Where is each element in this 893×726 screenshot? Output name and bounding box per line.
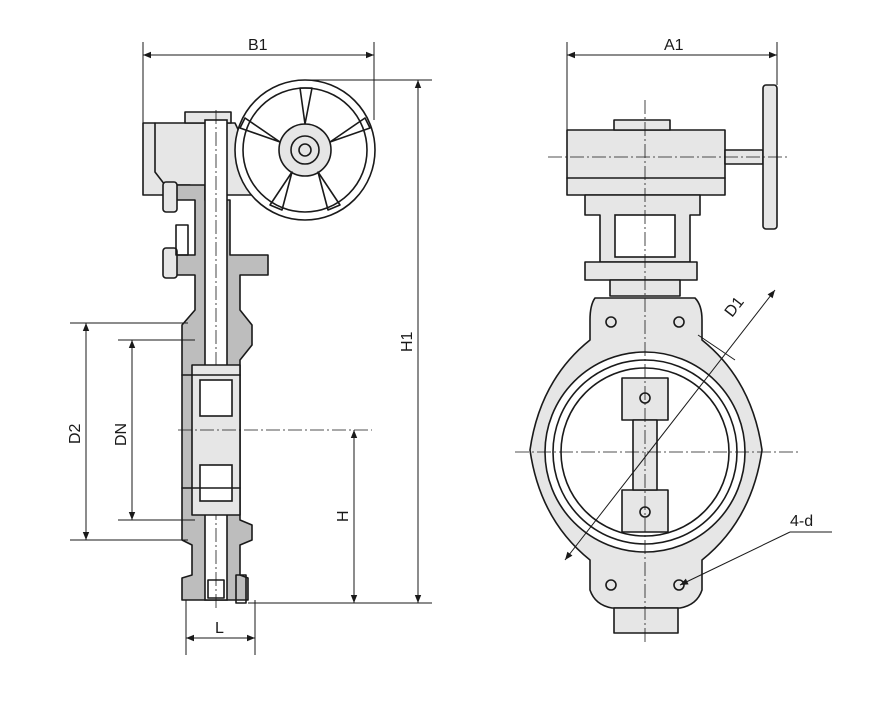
handwheel-side <box>234 79 376 221</box>
dim-bolts-label: 4-d <box>790 513 813 530</box>
side-section-view <box>142 79 376 610</box>
dim-d2-label: D2 <box>67 423 84 444</box>
dim-a1-label: A1 <box>664 37 684 54</box>
front-gearbox <box>566 129 726 196</box>
dim-b1-label: B1 <box>248 37 268 54</box>
side-bolt <box>162 181 178 213</box>
dim-h1-label: H1 <box>399 331 416 352</box>
dim-dn-label: DN <box>113 423 130 446</box>
dim-l-label: L <box>215 620 224 637</box>
front-bottom-shaft <box>613 607 679 634</box>
side-dimensions: B1 H1 D2 DN H L <box>67 37 432 655</box>
dim-h-label: H <box>335 510 352 522</box>
dim-d1-label: D1 <box>722 294 748 321</box>
front-view <box>515 84 800 645</box>
